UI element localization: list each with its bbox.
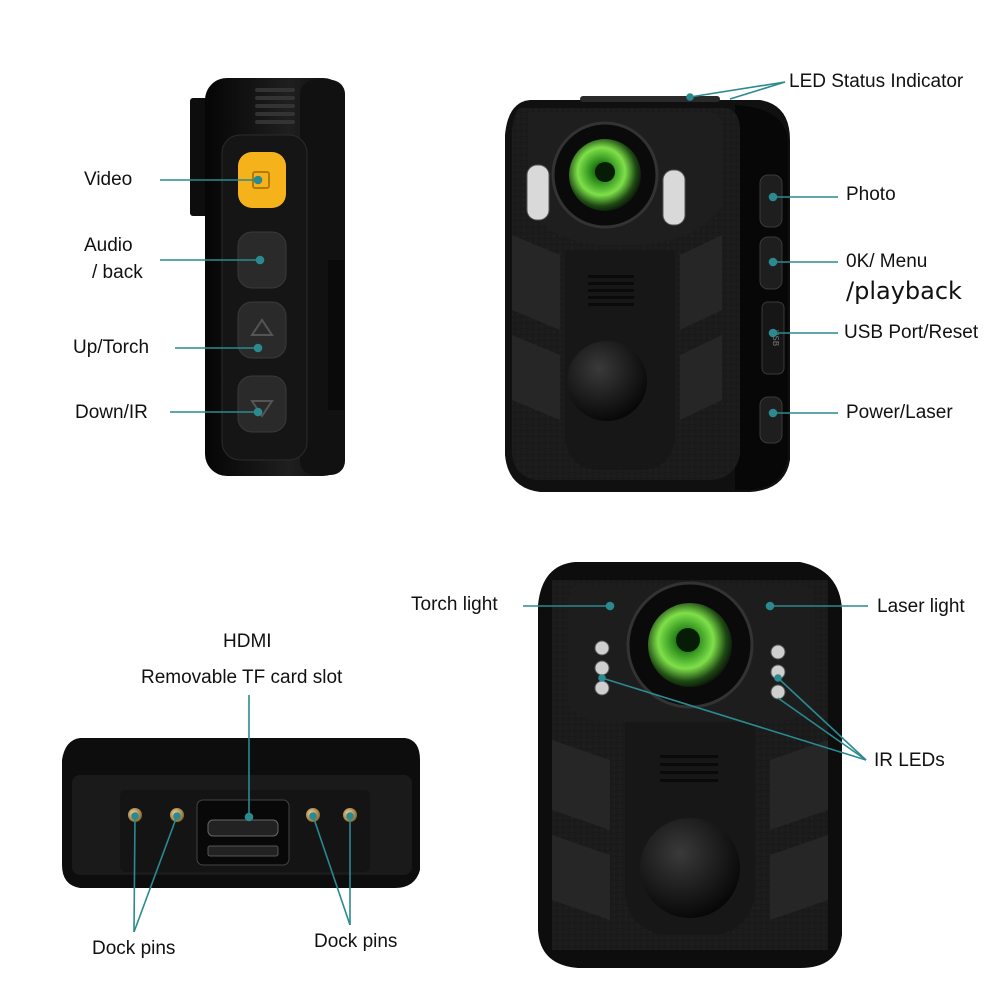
down-ir-label: Down/IR (75, 402, 148, 423)
torch-light-label: Torch light (411, 594, 498, 615)
down-ir-button[interactable] (237, 375, 287, 433)
power-laser-label: Power/Laser (846, 402, 953, 423)
dock-pins-left-label: Dock pins (92, 938, 176, 959)
video-label: Video (84, 169, 133, 190)
side-view-camera (190, 78, 345, 476)
photo-button[interactable] (759, 174, 783, 228)
bottom-view-camera (62, 738, 420, 888)
audio-label: Audio (84, 235, 133, 256)
laser-light-label: Laser light (877, 596, 965, 617)
usb-reset-label: USB Port/Reset (844, 322, 979, 343)
usb-port-text: USB (771, 330, 780, 346)
ir-leds-label: IR LEDs (874, 750, 945, 771)
photo-label: Photo (846, 184, 896, 205)
front-view-camera: USB (505, 96, 790, 492)
tf-card-label: Removable TF card slot (141, 667, 343, 688)
ok-menu-label: 0K/ Menu (846, 251, 928, 272)
up-torch-button[interactable] (237, 301, 287, 359)
led-status-label: LED Status Indicator (789, 71, 964, 92)
power-button[interactable] (759, 396, 783, 444)
up-torch-label: Up/Torch (73, 337, 150, 358)
usb-port[interactable] (761, 301, 785, 375)
face-view-camera (538, 562, 842, 968)
back-label: / back (92, 262, 143, 283)
dock-pins-right-label: Dock pins (314, 931, 398, 952)
hdmi-label: HDMI (223, 631, 272, 652)
playback-label: /playback (846, 277, 962, 305)
